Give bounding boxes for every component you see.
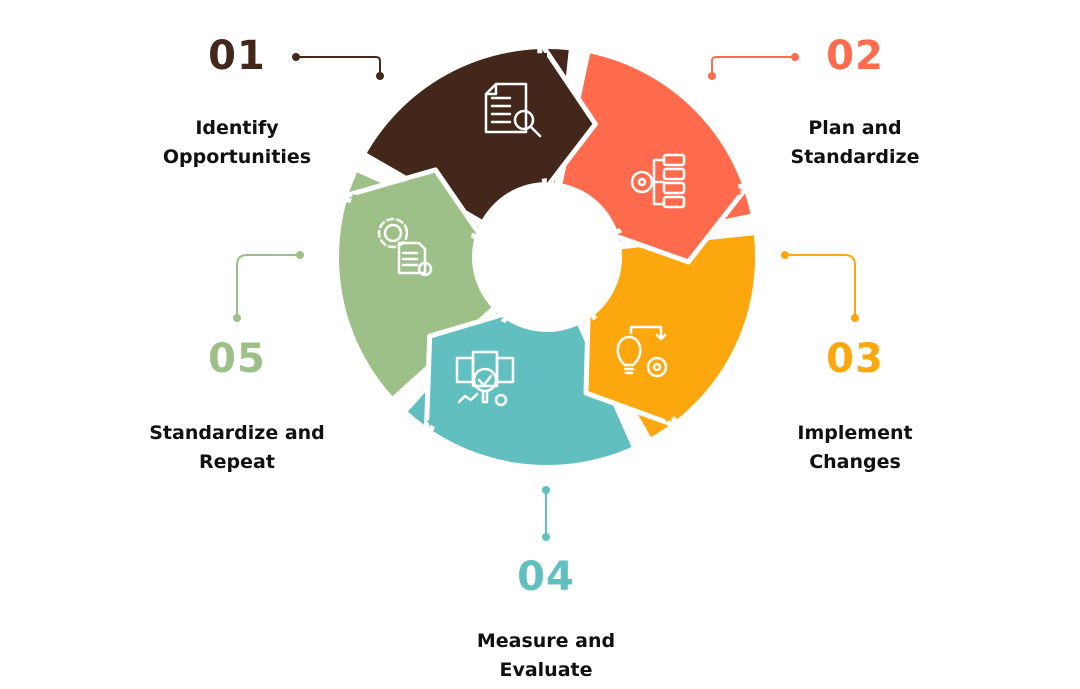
step-4-number: 04 [517, 554, 575, 600]
step-3-seam [593, 313, 690, 422]
step-5-connector [236, 254, 300, 318]
step-3-number: 03 [826, 336, 884, 382]
step-1-number: 01 [208, 33, 266, 79]
step-2-connector-dot [708, 72, 716, 80]
step-5-seam [345, 194, 472, 244]
step-4-connector-dot [542, 533, 550, 541]
document-search-star-icon [484, 82, 542, 138]
step-3-connector-dot [781, 251, 789, 259]
step-3-connector [785, 254, 856, 318]
step-1-connector-dot [376, 72, 384, 80]
step-2-seam [617, 167, 741, 233]
step-1-connector [296, 56, 381, 76]
magnifier-check-analytics-icon [455, 350, 515, 407]
step-2-number: 02 [826, 33, 884, 79]
connectors [233, 53, 859, 541]
step-4-seam [427, 320, 511, 438]
step-5-connector-dot [233, 314, 241, 322]
step-2-connector-dot [791, 53, 799, 61]
step-4-connector-dot [542, 486, 550, 494]
step-5-connector-dot [296, 251, 304, 259]
step-1-connector-dot [292, 53, 300, 61]
gear-cycle-document-icon [377, 217, 433, 277]
target-checklist-icon [630, 153, 686, 209]
step-5-number: 05 [208, 336, 266, 382]
lightbulb-gear-icon [616, 325, 668, 378]
step-2-connector [711, 56, 795, 76]
step-3-connector-dot [851, 314, 859, 322]
